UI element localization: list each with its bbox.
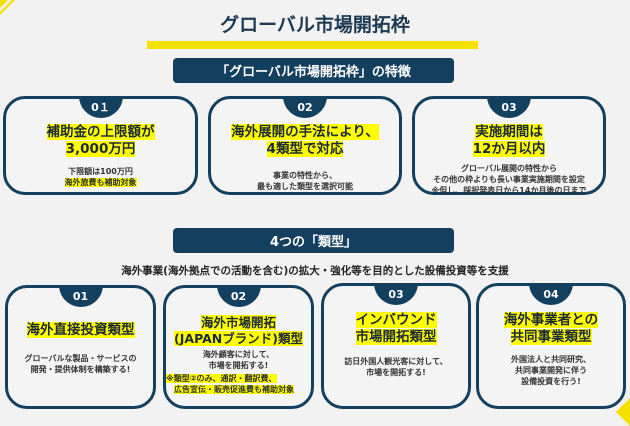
heading: 海外直接投資類型: [26, 322, 135, 338]
decorative-stripes: [0, 0, 15, 15]
type-card-2: 02 海外市場開拓(JAPANブランド)類型 海外顧客に対して、市場を開拓する!…: [163, 285, 314, 409]
note: 訪日外国人観光客に対して、: [344, 357, 448, 366]
extra-note: 広告宣伝・販売促進費も補助対象: [174, 385, 294, 394]
note: グローバルな製品・サービスの: [24, 354, 137, 363]
badge: 04: [529, 283, 573, 305]
extra-note: ※類型②のみ、通訳・翻訳費、: [166, 374, 277, 383]
heading: (JAPANブランド)類型: [174, 331, 303, 346]
badge: 03: [487, 96, 531, 118]
type-card-4: 04 海外事業者との共同事業類型 外国法人と共同研究、共同事業開発に伴う設備投資…: [476, 283, 626, 409]
badge: 0１: [78, 96, 123, 118]
note: 市場を開拓する!: [208, 361, 269, 370]
note: 最も適した類型を選択可能: [257, 182, 353, 191]
types-subtitle: 海外事業(海外拠点での活動を含む)の拡大・強化等を目的とした設備投資等を支援: [121, 265, 509, 277]
note: 海外顧客に対して、: [202, 350, 275, 359]
heading: 3,000万円: [65, 141, 136, 157]
heading: 実施期間は: [475, 124, 543, 140]
heading: 補助金の上限額が: [46, 124, 155, 140]
note: ※但し、採択発表日から14か月後の日まで: [431, 186, 587, 195]
note: 共同事業開発に伴う: [515, 366, 587, 375]
heading: 共同事業類型: [510, 329, 592, 345]
note: 海外旅費も補助対象: [64, 178, 137, 187]
badge: 01: [58, 285, 103, 307]
badge: 02: [283, 96, 327, 118]
note: 開発・提供体制を構築する!: [30, 365, 131, 374]
note: グローバル展開の特性から: [461, 164, 557, 173]
badge: 02: [216, 285, 261, 307]
note: 設備投資を行う!: [521, 377, 581, 386]
note: 下限額は100万円: [68, 167, 133, 176]
heading: インバウンド: [355, 312, 437, 328]
title-underline: [147, 41, 478, 49]
types-banner: 4つの「類型」: [173, 228, 454, 253]
note: 外国法人と共同研究、: [511, 355, 591, 364]
note: 市場を開拓する!: [366, 368, 426, 377]
note: 事業の特性から、: [273, 171, 337, 180]
heading: 市場開拓類型: [355, 329, 437, 345]
type-card-1: 01 海外直接投資類型 グローバルな製品・サービスの開発・提供体制を構築する!: [5, 285, 156, 409]
note: その他の枠よりも長い事業実施期間を設定: [433, 175, 585, 184]
heading: 海外市場開拓: [200, 315, 276, 330]
heading: 12か月以内: [472, 141, 546, 157]
feature-card-2: 02 海外展開の手法により、4類型で対応 事業の特性から、最も適した類型を選択可…: [208, 96, 402, 195]
page-title: グローバル市場開拓枠: [220, 14, 410, 36]
type-card-3: 03 インバウンド市場開拓類型 訪日外国人観光客に対して、市場を開拓する!: [321, 283, 471, 409]
heading: 海外事業者との: [503, 312, 599, 328]
badge: 03: [374, 283, 418, 305]
features-banner: 「グローバル市場開拓枠」の特徴: [173, 58, 454, 83]
heading: 4類型で対応: [266, 141, 344, 157]
heading: 海外展開の手法により、: [231, 124, 379, 140]
